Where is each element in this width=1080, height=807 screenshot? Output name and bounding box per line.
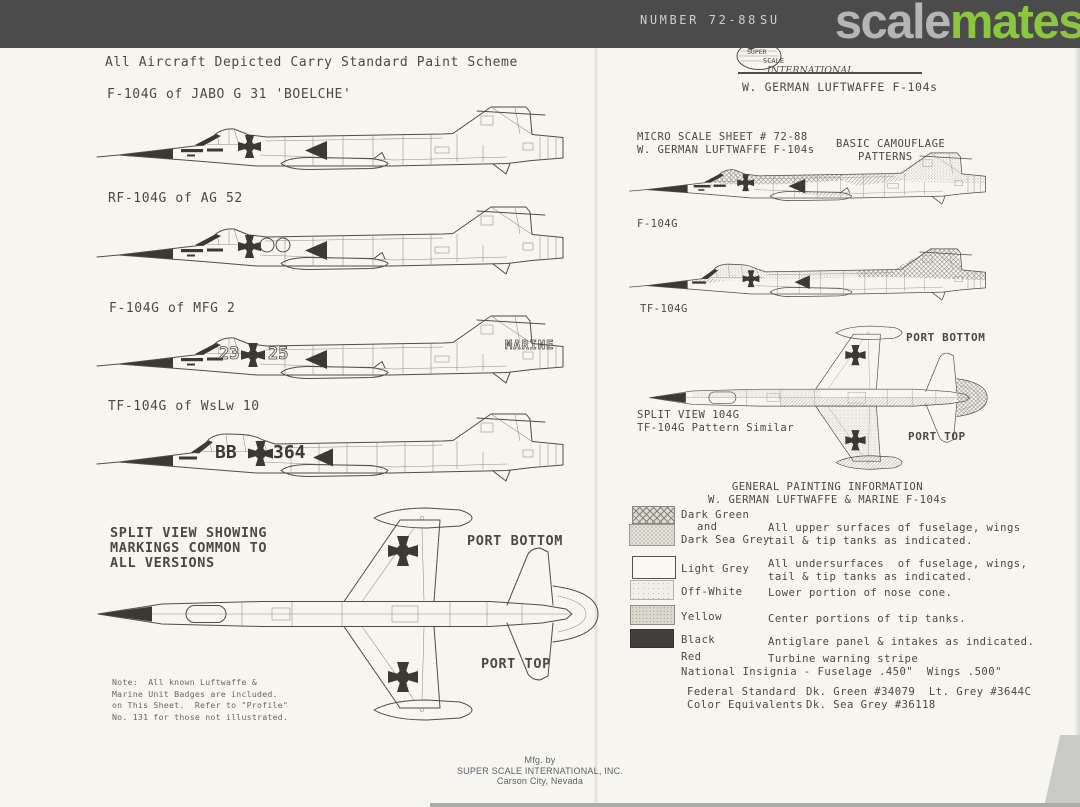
aircraft-label-ag52: RF-104G of AG 52 <box>108 191 243 206</box>
marine-tail-text: MARINE <box>505 338 554 352</box>
rf104g-ag52-drawing <box>96 206 564 275</box>
legend-desc-under-2: tail & tip tanks as indicated. <box>768 571 973 583</box>
legend-desc-tanks: Center portions of tip tanks. <box>768 613 967 625</box>
legend-desc-nose: Lower portion of nose cone. <box>768 587 953 599</box>
legend-desc-under-1: All undersurfaces of fuselage, wings, <box>768 558 1028 570</box>
profile-label-tf104g: TF-104G <box>640 303 688 315</box>
aircraft-label-wslw10: TF-104G of WsLw 10 <box>108 399 260 414</box>
page-title: All Aircraft Depicted Carry Standard Pai… <box>105 55 518 70</box>
logo-line-super: SUPER <box>747 48 767 56</box>
patterns-label: PATTERNS <box>858 151 913 163</box>
legend-name-yellow: Yellow <box>681 611 722 623</box>
swatch-dark-green <box>632 506 675 524</box>
site-header-bar: NUMBER 72-88 SU <box>0 0 1080 48</box>
camo-tf104g-drawing <box>629 248 986 301</box>
national-insignia-line: National Insignia - Fuselage .450" Wings… <box>681 666 1002 678</box>
note-text: Note: All known Luftwaffe &Marine Unit B… <box>112 677 289 722</box>
aircraft-label-mfg2: F-104G of MFG 2 <box>109 301 236 316</box>
legend-name-dark-green: Dark Green <box>681 509 750 521</box>
legend-name-light-grey: Light Grey <box>681 563 750 575</box>
port-top-label-right: PORT TOP <box>908 430 966 443</box>
legend-name-off-white: Off-White <box>681 586 743 598</box>
logo-rule <box>738 72 922 74</box>
swatch-light-grey <box>632 556 676 579</box>
camo-f104g-drawing <box>629 152 986 205</box>
legend-desc-antiglare: Antiglare panel & intakes as indicated. <box>768 636 1035 648</box>
port-bottom-label: PORT BOTTOM <box>467 533 564 549</box>
right-page-heading: W. GERMAN LUFTWAFFE F-104s <box>742 80 938 94</box>
camo-split-view-drawing <box>626 322 1016 474</box>
basic-camouflage-label: BASIC CAMOUFLAGE <box>836 138 946 150</box>
fuselage-code-left: 23 <box>219 344 239 364</box>
legend-desc-upper-1: All upper surfaces of fuselage, wings <box>768 522 1021 534</box>
logo-line-international: INTERNATIONAL <box>766 65 854 76</box>
page-right-edge-shadow <box>1074 48 1080 807</box>
scan-bottom-edge <box>430 803 1080 807</box>
swatch-black <box>630 629 674 648</box>
sheet-number-label: NUMBER 72-88 <box>640 13 758 27</box>
partial-header-text: SU <box>760 13 780 27</box>
scan-corner <box>1044 735 1080 807</box>
aircraft-label-jabog31: F-104G of JABO G 31 'BOELCHE' <box>107 87 352 102</box>
legend-desc-upper-2: tail & tip tanks as indicated. <box>768 535 973 547</box>
fuselage-code-right: 25 <box>268 344 288 364</box>
scalemates-logo-part2: mates <box>949 0 1080 49</box>
f104g-mfg2-drawing: 23 25 MARINE <box>96 315 564 384</box>
swatch-off-white <box>630 580 674 600</box>
legend-name-and: and <box>697 521 718 533</box>
legend-desc-turbine: Turbine warning stripe <box>768 653 919 665</box>
port-top-label: PORT TOP <box>481 656 551 672</box>
profile-label-f104g: F-104G <box>637 218 678 230</box>
legend-name-red: Red <box>681 651 702 663</box>
logo-line-scale: SCALE <box>763 57 784 65</box>
f104g-jabog31-drawing <box>96 106 564 175</box>
tf104g-wslw10-drawing: BB 364 <box>96 413 564 482</box>
page-fold <box>594 48 598 807</box>
legend-name-black: Black <box>681 634 716 646</box>
scalemates-logo[interactable]: scalemates <box>835 0 1080 48</box>
fuselage-code-left: BB <box>215 442 237 463</box>
swatch-yellow <box>630 605 675 625</box>
fuselage-code-right: 364 <box>273 442 306 463</box>
port-bottom-label-right: PORT BOTTOM <box>906 331 986 344</box>
swatch-dark-sea-grey <box>629 524 675 546</box>
scalemates-logo-part1: scale <box>834 0 952 49</box>
legend-name-dark-sea-grey: Dark Sea Grey <box>681 534 770 546</box>
